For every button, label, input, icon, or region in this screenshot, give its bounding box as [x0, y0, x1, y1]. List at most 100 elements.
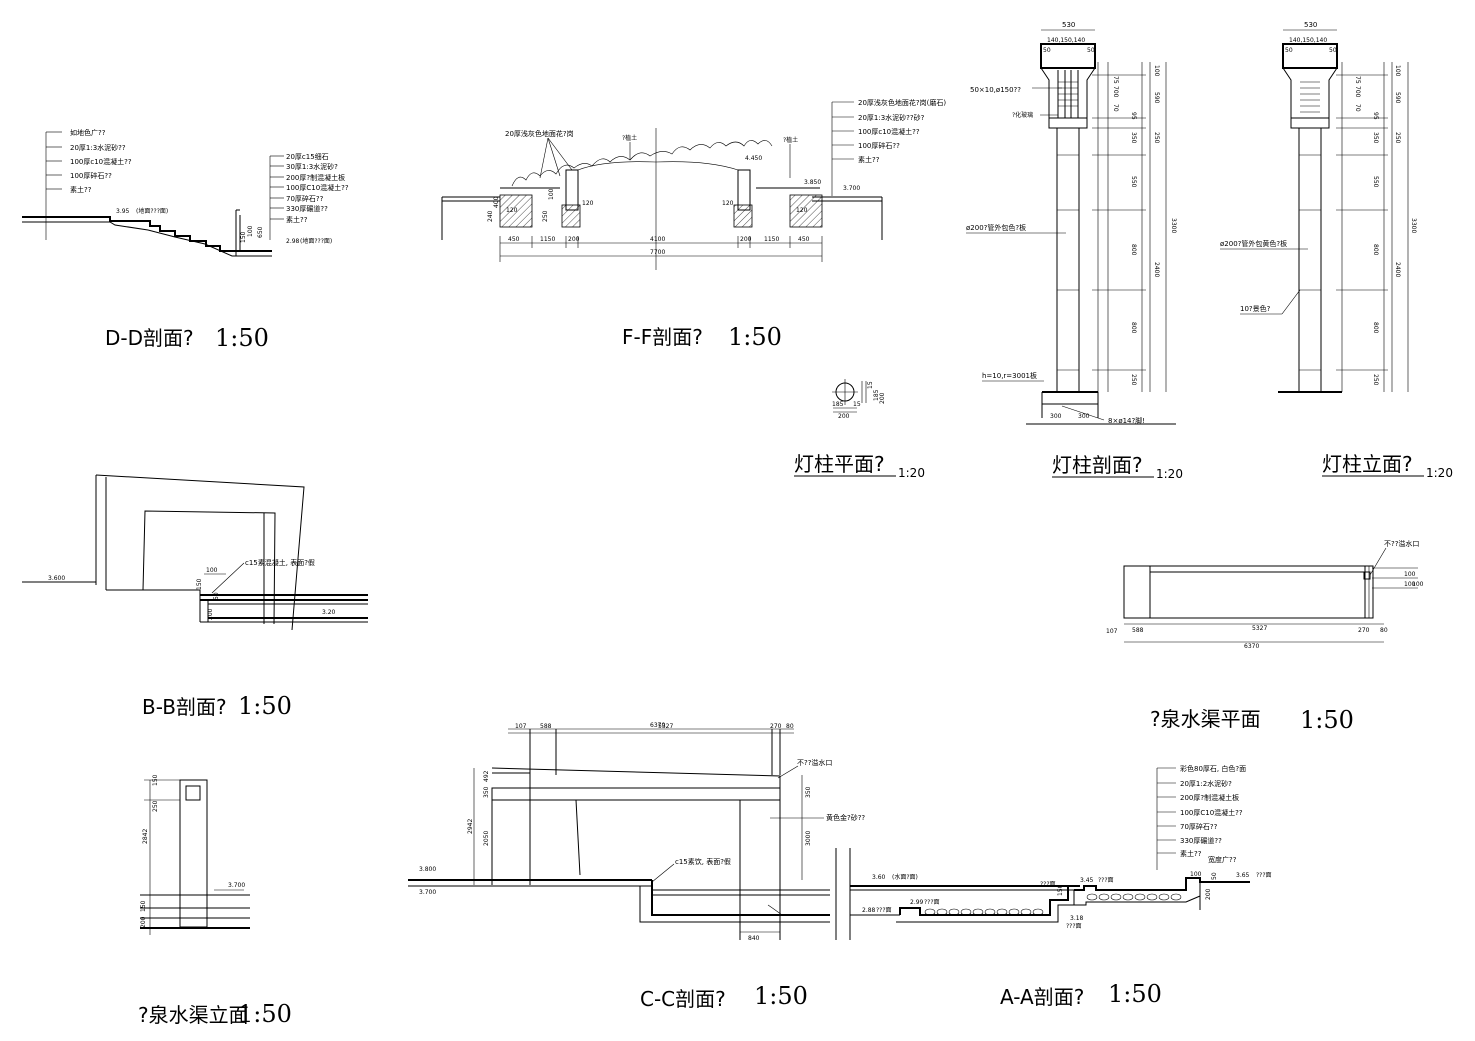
lamp-elev-dim: 75	[1354, 76, 1361, 84]
channel-elev-dim: 250	[152, 800, 159, 812]
lamp-section-dim: 700	[1112, 86, 1119, 98]
cc-scale: 1:50	[754, 982, 808, 1010]
bb-note: c15素混凝土, 表面?假	[245, 558, 315, 567]
cc-dim: 588	[540, 723, 552, 730]
lamp-section-note: 50×10,ø150??	[970, 86, 1021, 94]
dd-note-left: 100厚c10混凝土??	[70, 157, 132, 166]
cc-dim: 80	[786, 723, 794, 730]
bb-dim: 50	[213, 592, 220, 600]
cc-dim: 350	[805, 786, 812, 798]
channel-plan: 不??溢水口 100 100 100 107 588 5327 270 80 6…	[1106, 539, 1424, 734]
aa-elev: 2.88	[862, 907, 876, 914]
aa-elev: 3.65	[1236, 872, 1250, 879]
dd-note-right: 素土??	[286, 215, 308, 224]
lamp-section-dim: 250	[1130, 374, 1137, 386]
cc-dim: 492	[483, 770, 490, 782]
lamp-plan-dim: 185	[832, 401, 844, 408]
aa-dim: 200	[1205, 888, 1212, 900]
dd-note-right: 30厚1:3水泥砂?	[286, 162, 338, 171]
ff-dim: 120	[796, 207, 808, 214]
ff-section: 20厚浅灰色地面花?岗 ?植土 ?植土 4.450 3.850 3.700 20…	[441, 98, 946, 351]
lamp-elev-dim: 590	[1394, 92, 1401, 104]
lamp-elev-dim: 95	[1372, 112, 1379, 120]
channel-plan-dim: 80	[1380, 627, 1388, 634]
lamp-elev-dim: 250	[1394, 132, 1401, 144]
aa-note: 宽度广??	[1208, 855, 1237, 864]
cc-dim: 107	[515, 723, 527, 730]
dd-note-left: 如地色广??	[70, 128, 106, 137]
aa-elev-note: ???面	[924, 899, 940, 906]
lamp-section-note: 8×ø14?脚!	[1108, 416, 1145, 425]
bb-elev: 3.600	[48, 575, 65, 582]
aa-elev-note: (水面?面)	[892, 873, 918, 881]
pebbles	[924, 893, 1182, 916]
aa-note: 200厚?制混凝土板	[1180, 793, 1239, 802]
dd-section: 如地色广?? 20厚1:3水泥砂?? 100厚c10混凝土?? 100厚碎石??…	[22, 128, 349, 352]
ff-dim: 1150	[764, 236, 779, 243]
lamp-section-title: 灯柱剖面?	[1052, 453, 1143, 477]
ff-label: ?植土	[622, 134, 637, 142]
lamp-elev-note: 10?景色?	[1240, 304, 1271, 313]
bb-section: 3.600 3.20 c15素混凝土, 表面?假 100 150 200 50 …	[22, 474, 368, 720]
channel-plan-note: 不??溢水口	[1384, 539, 1419, 548]
aa-elev-note: ???面	[1040, 881, 1056, 888]
aa-note: 素土??	[1180, 849, 1202, 858]
dd-title: D-D剖面?	[105, 326, 194, 350]
lamp-section-dim: 50	[1043, 47, 1051, 54]
lamp-section-dim: 95	[1130, 112, 1137, 120]
lamp-elev-title: 灯柱立面?	[1322, 452, 1413, 476]
cc-elev: 3.800	[419, 866, 436, 873]
aa-elev-note: ???面	[1098, 877, 1114, 884]
aa-elev-note: ???面	[1066, 923, 1082, 930]
ff-elev: 3.700	[843, 185, 860, 192]
lamp-elev-dim: 250	[1372, 374, 1379, 386]
cc-section: 6370 107 588 5327 270 80 3.800 3.700 840	[408, 722, 865, 1011]
ff-note: 100厚c10混凝土??	[858, 127, 920, 136]
ff-dim: 120	[506, 207, 518, 214]
channel-elev-scale: 1:50	[238, 1000, 292, 1028]
lamp-elev-dim: 530	[1304, 21, 1317, 29]
cc-elev: 3.700	[419, 889, 436, 896]
dd-note-right: 100厚C10混凝土??	[286, 183, 349, 192]
lamp-section-note: ?化玻璃	[1012, 111, 1033, 119]
dd-note-right: 200厚?制混凝土板	[286, 173, 345, 182]
dd-elev: 3.95	[116, 208, 130, 215]
aa-elev: 3.60	[872, 874, 886, 881]
dd-note-right: 20厚c15细石	[286, 152, 329, 161]
ff-dim: 100	[548, 188, 555, 200]
lamp-section-note: h=10,r=3001板	[982, 371, 1037, 380]
lamp-plan: 185 200 15 15 185 200 灯柱平面? 1:20	[794, 379, 925, 480]
ff-dim: 250	[542, 210, 549, 222]
bb-dim: 200	[207, 608, 214, 620]
dd-dim: 650	[257, 226, 264, 238]
ff-dim: 4100	[650, 236, 665, 243]
channel-plan-scale: 1:50	[1300, 706, 1354, 734]
lamp-section-dim: 70	[1112, 104, 1119, 112]
lamp-elev-dim: 140,150,140	[1289, 37, 1327, 44]
ff-dim: 450	[798, 236, 810, 243]
ff-dim: 120	[582, 200, 594, 207]
ff-elev: 3.850	[804, 179, 821, 186]
dd-scale: 1:50	[215, 324, 269, 352]
ff-dim: 240	[487, 210, 494, 222]
lamp-section-scale: 1:20	[1156, 467, 1183, 481]
lamp-section-dim: 250	[1153, 132, 1160, 144]
lamp-elevation: 530 140,150,140 50 50 ø200?管外包黄色?板 10?景色…	[1220, 21, 1453, 480]
lamp-section-dim: 530	[1062, 21, 1075, 29]
lamp-section-dim: 550	[1130, 176, 1137, 188]
aa-section: 彩色80厚石, 白色?面 20厚1:2水泥砂? 200厚?制混凝土板 100厚C…	[850, 764, 1272, 1009]
channel-plan-dim: 588	[1132, 627, 1144, 634]
lamp-section-dim: 300	[1050, 413, 1062, 420]
lamp-elev-dim: 100	[1394, 65, 1401, 77]
dd-elev-note: (地面???面)	[300, 237, 332, 245]
aa-elev: 3.18	[1070, 915, 1084, 922]
ff-dim: 400	[493, 196, 500, 208]
lamp-plan-dim: 15	[867, 381, 874, 389]
aa-note: 70厚碎石??	[1180, 822, 1218, 831]
cc-dim: 3000	[805, 831, 812, 846]
aa-note: 100厚C10混凝土??	[1180, 808, 1243, 817]
lamp-plan-dim: 185	[873, 389, 880, 401]
lamp-elev-dim: 50	[1285, 47, 1293, 54]
lamp-section-dim: 50	[1087, 47, 1095, 54]
lamp-section-dim: 100	[1153, 65, 1160, 77]
